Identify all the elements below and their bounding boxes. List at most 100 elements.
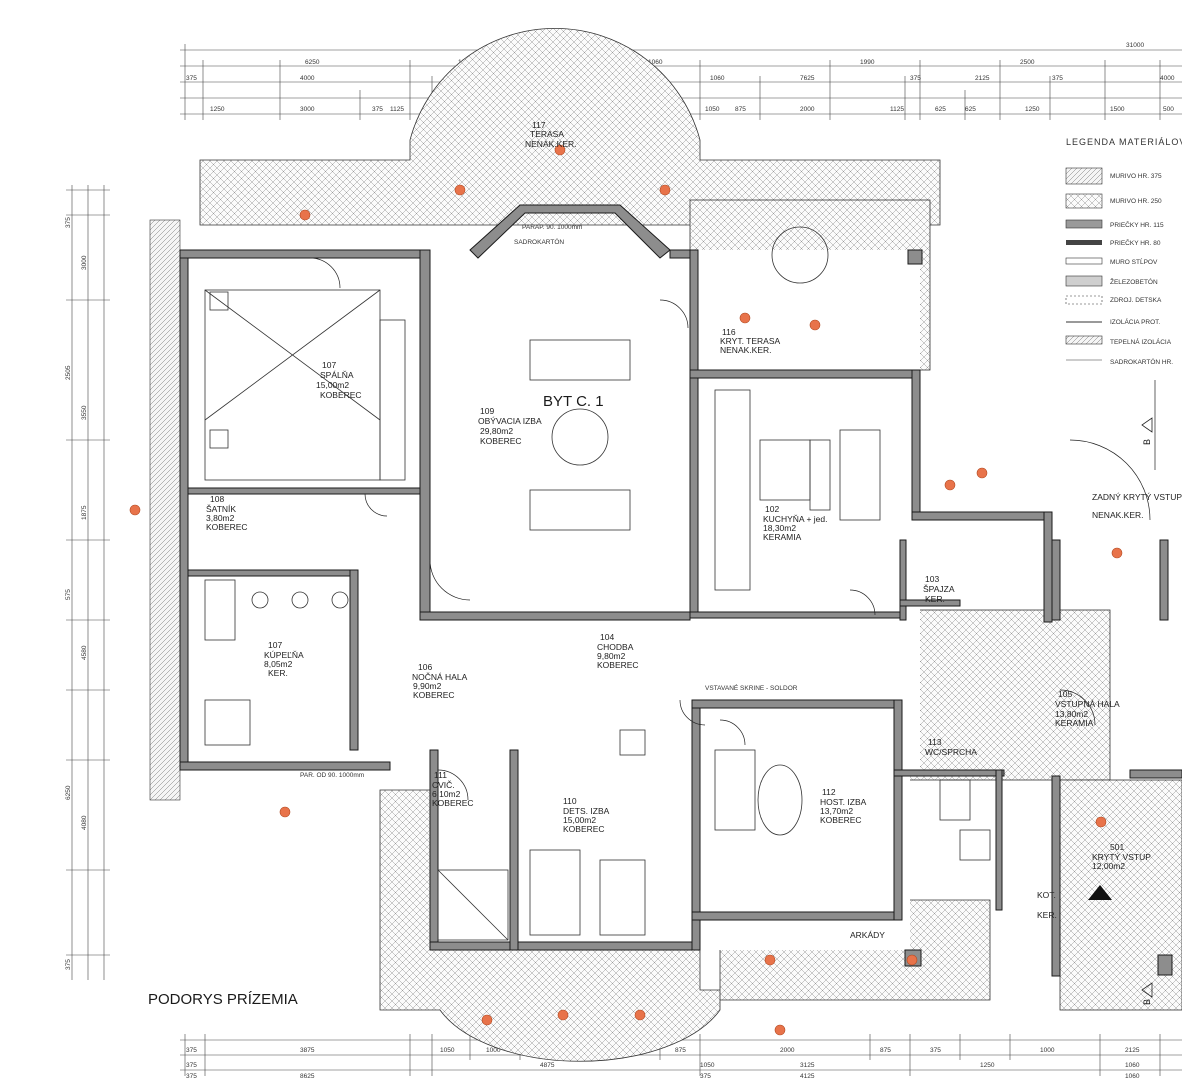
room-covered-entry-name: KRYTÝ VSTUP [1092,852,1151,862]
svg-text:NENAK.KER.: NENAK.KER. [720,345,772,355]
svg-text:MURIVO HR. 375: MURIVO HR. 375 [1110,173,1162,180]
svg-text:375: 375 [186,1047,197,1054]
room-exercise-name: CVIČ. [432,780,455,790]
svg-text:TEPELNÁ IZOLÁCIA: TEPELNÁ IZOLÁCIA [1110,337,1172,346]
svg-text:2500: 2500 [1020,59,1035,66]
svg-text:13,70m2: 13,70m2 [820,806,853,816]
svg-text:105: 105 [1058,689,1072,699]
apartment-label: BYT C. 1 [543,393,604,410]
svg-text:NENAK.KER.: NENAK.KER. [1092,510,1144,520]
svg-text:8,05m2: 8,05m2 [264,659,293,669]
svg-text:1500: 1500 [1110,106,1125,113]
room-entry-hall-name: VSTUPNÁ HALA [1055,699,1120,709]
svg-text:4000: 4000 [1160,75,1175,82]
dim-total: 31000 [1126,42,1144,49]
svg-text:13,80m2: 13,80m2 [1055,709,1088,719]
materials-legend: LEGENDA MATERIÁLOV: MURIVO HR. 375 MURIV… [1065,137,1182,366]
svg-text:9,80m2: 9,80m2 [597,651,626,661]
svg-text:SADROKARTÓN HR.: SADROKARTÓN HR. [1110,357,1173,366]
svg-text:2125: 2125 [1125,1047,1140,1054]
parapet-top-note: PARAP. 90. 1000mm [522,224,582,231]
svg-text:1250: 1250 [210,106,225,113]
svg-text:29,80m2: 29,80m2 [480,426,513,436]
svg-text:375: 375 [910,75,921,82]
svg-text:4000: 4000 [300,75,315,82]
svg-text:7625: 7625 [800,75,815,82]
svg-text:375: 375 [930,1047,941,1054]
room-wardrobe-name: ŠATNÍK [206,504,236,514]
svg-text:875: 875 [735,106,746,113]
svg-text:KERAMIA: KERAMIA [763,532,802,542]
level-markers [129,144,1123,1036]
room-rear-entry-name: ZADNÝ KRYTÝ VSTUP [1092,492,1182,502]
interior [180,250,920,950]
svg-text:1250: 1250 [1025,106,1040,113]
svg-text:117: 117 [532,120,546,130]
svg-text:KER.: KER. [268,668,288,678]
svg-text:KER.: KER. [1037,910,1057,920]
svg-text:106: 106 [418,662,432,672]
svg-text:6,10m2: 6,10m2 [432,789,461,799]
svg-text:102: 102 [765,504,779,514]
svg-text:15,00m2: 15,00m2 [316,380,349,390]
room-wc-name: WC/SPRCHA [925,747,977,757]
svg-text:1060: 1060 [648,59,663,66]
svg-text:1000: 1000 [486,1047,501,1054]
svg-text:1875: 1875 [81,505,88,520]
svg-text:2505: 2505 [65,365,72,380]
svg-text:109: 109 [480,406,494,416]
svg-text:4875: 4875 [540,1062,555,1069]
svg-text:375: 375 [372,106,383,113]
svg-text:18,30m2: 18,30m2 [763,523,796,533]
svg-text:1050: 1050 [440,1047,455,1054]
svg-text:4125: 4125 [800,1073,815,1080]
svg-text:NENAK.KER.: NENAK.KER. [525,139,577,149]
svg-text:575: 575 [65,589,72,600]
svg-text:IZOLÁCIA PROT.: IZOLÁCIA PROT. [1110,317,1160,326]
svg-text:501: 501 [1110,842,1124,852]
svg-text:375: 375 [65,217,72,228]
svg-text:375: 375 [186,75,197,82]
svg-text:KOBEREC: KOBEREC [413,690,455,700]
room-guest-name: HOST. IZBA [820,797,867,807]
svg-text:875: 875 [880,1047,891,1054]
svg-text:375: 375 [700,1073,711,1080]
room-night-hall-name: NOČNÁ HALA [412,672,468,682]
svg-text:MURO STĹPOV: MURO STĹPOV [1110,257,1158,266]
svg-text:1050: 1050 [705,106,720,113]
svg-text:6250: 6250 [65,785,72,800]
room-covered-terrace-name: KRYT. TERASA [720,336,780,346]
svg-text:1060: 1060 [710,75,725,82]
svg-text:113: 113 [928,737,942,747]
svg-text:8625: 8625 [300,1073,315,1080]
svg-text:1125: 1125 [890,106,904,113]
doors [309,257,1151,801]
svg-text:6250: 6250 [305,59,320,66]
room-terrace-name: TERASA [530,129,564,139]
svg-text:2000: 2000 [780,1047,795,1054]
svg-text:PRIEČKY HR. 115: PRIEČKY HR. 115 [1110,220,1164,229]
svg-text:1125: 1125 [390,106,404,113]
svg-text:KERAMIA: KERAMIA [1055,718,1094,728]
room-107-id: 107 [322,360,336,370]
svg-text:1060: 1060 [1125,1073,1140,1080]
svg-text:1000: 1000 [1040,1047,1055,1054]
svg-text:375: 375 [186,1073,197,1080]
svg-text:KOBEREC: KOBEREC [597,660,639,670]
svg-text:500: 500 [1163,106,1174,113]
svg-text:375: 375 [65,959,72,970]
svg-text:KER.: KER. [925,594,945,604]
room-bathroom-name: KÚPEĽŇA [264,650,304,660]
svg-text:2125: 2125 [975,75,990,82]
svg-text:1050: 1050 [700,1062,715,1069]
left-dimension-lines: 375 3000 2505 3550 1875 575 4580 6250 40… [65,185,110,980]
svg-text:B: B [1142,439,1152,445]
room-child-name: DETS. IZBA [563,806,610,816]
walls [179,204,1182,977]
room-arcades-name: ARKÁDY [850,930,885,940]
svg-text:1060: 1060 [1125,1062,1140,1069]
wardrobe-note: VSTAVANÉ SKRINE - SOLDOR [705,683,798,692]
svg-text:108: 108 [210,494,224,504]
svg-text:4080: 4080 [81,815,88,830]
